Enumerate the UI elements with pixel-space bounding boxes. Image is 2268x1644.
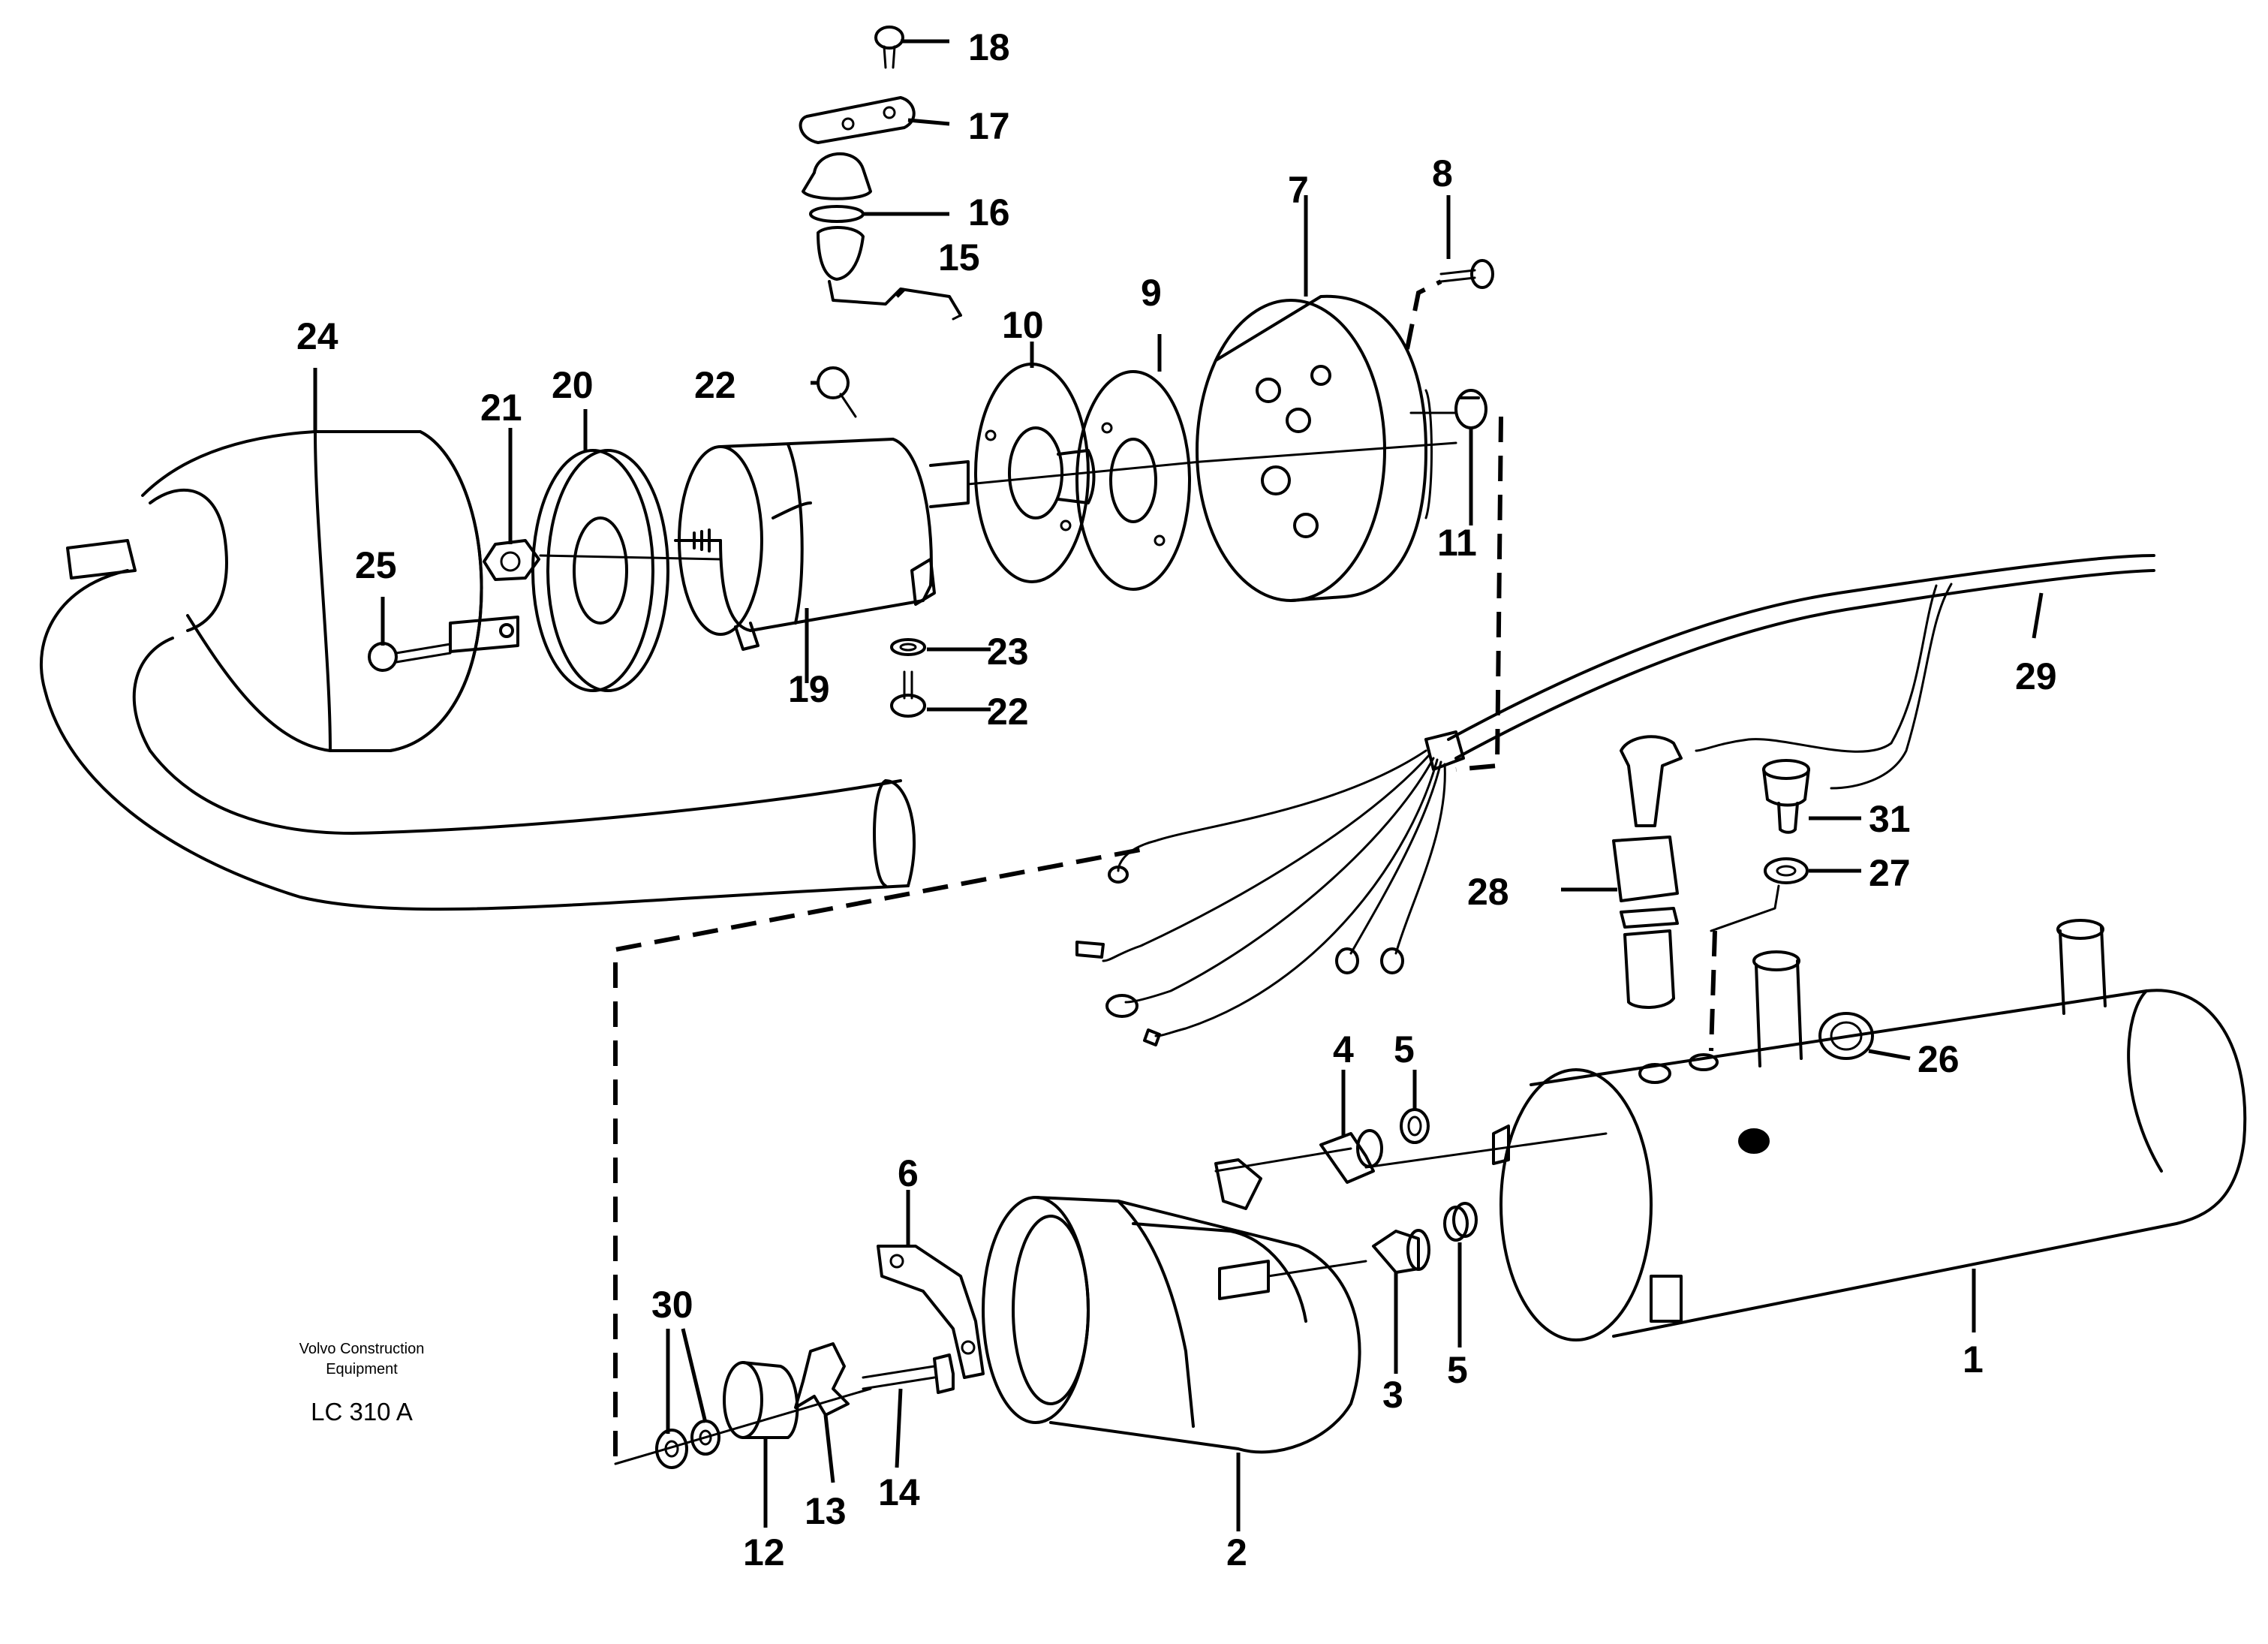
part-22-screw-top [817,366,857,418]
part-12-bushing [723,1361,799,1439]
part-17-bracket [799,96,916,144]
diagram-code: LC 310 A [311,1398,413,1426]
part-22-screw-lower [890,670,926,718]
assembly-axis-bottom [614,1387,872,1465]
grommet-guide-line [1710,884,1780,932]
callout-27: 27 [1869,852,1911,894]
callout-16: 16 [968,191,1010,233]
part-5-spring-lower [1443,1202,1478,1242]
callout-19: 19 [788,668,830,710]
callout-30: 30 [651,1284,693,1326]
brand-line-1: Volvo Construction [299,1341,425,1357]
part-3-nozzle [1372,1229,1430,1274]
part-6-bracket [877,1245,985,1379]
callout-5-lower: 5 [1447,1349,1468,1391]
callout-22-lower: 22 [987,691,1029,733]
dashed-assembly-line-right [1455,416,1503,772]
callout-20: 20 [552,364,594,406]
brand-line-2: Equipment [326,1361,398,1378]
part-14-bolt [862,1353,955,1394]
part-28-sensor [1612,735,1683,1009]
callout-5-upper: 5 [1394,1028,1415,1070]
part-20-fan-wheel [531,449,722,692]
part-7-cover [1196,294,1433,602]
part-1-tank [1492,919,2247,1341]
callout-18: 18 [968,26,1010,68]
callout-10: 10 [1002,304,1044,346]
callout-3: 3 [1382,1374,1403,1416]
dashed-assembly-line-cover [1405,279,1442,350]
callout-12: 12 [743,1531,785,1573]
callout-4: 4 [1333,1028,1354,1070]
callout-24: 24 [296,315,338,357]
callout-21: 21 [480,387,522,429]
part-16-grommet [802,152,872,281]
part-9-gasket [1075,370,1191,591]
part-21-nut [483,539,540,581]
callout-8: 8 [1432,152,1453,194]
callout-28: 28 [1467,871,1509,913]
part-2-burner-cylinder [982,1147,1367,1454]
callout-13: 13 [805,1490,847,1532]
callout-6: 6 [898,1152,919,1194]
part-25-screw [368,616,519,672]
part-5-ring-upper [1400,1108,1430,1144]
leader-lines [313,39,2044,1531]
callout-29: 29 [2015,655,2057,697]
callout-22-top: 22 [694,364,736,406]
callout-14: 14 [878,1471,920,1513]
part-13-lock-plate [794,1342,850,1417]
callout-9: 9 [1141,272,1162,314]
callout-15: 15 [938,236,980,279]
part-30-washers [655,1420,720,1469]
callout-2: 2 [1226,1531,1247,1573]
part-31-plug [1762,759,1810,834]
part-19-motor [674,438,970,651]
callout-11: 11 [1437,522,1477,564]
part-15-rod [828,280,962,321]
callout-1: 1 [1963,1338,1984,1381]
callout-17: 17 [968,105,1010,147]
dashed-assembly-line-left [613,846,1149,1456]
callout-31: 31 [1869,798,1911,840]
part-23-washer [890,638,926,656]
callout-7: 7 [1288,169,1309,211]
part-4-valve [1319,1129,1383,1184]
callout-23: 23 [987,631,1029,673]
assembly-axis-upper [967,441,1457,486]
callout-labels: 18 17 16 15 7 8 9 10 11 22 23 22 19 20 2… [296,26,2057,1573]
callout-25: 25 [355,544,397,586]
callout-26: 26 [1918,1038,1960,1080]
part-27-grommet [1764,857,1809,884]
part-18-screw [874,26,904,69]
dashed-assembly-line-grommet [1709,930,1717,1052]
assembly-axis-lower [1364,1132,1608,1169]
part-8-screw [1439,259,1494,289]
part-24-blower-housing [40,430,916,911]
brand-block: Volvo Construction Equipment LC 310 A [299,1341,425,1426]
part-29-wiring-harness [1075,554,2155,1046]
